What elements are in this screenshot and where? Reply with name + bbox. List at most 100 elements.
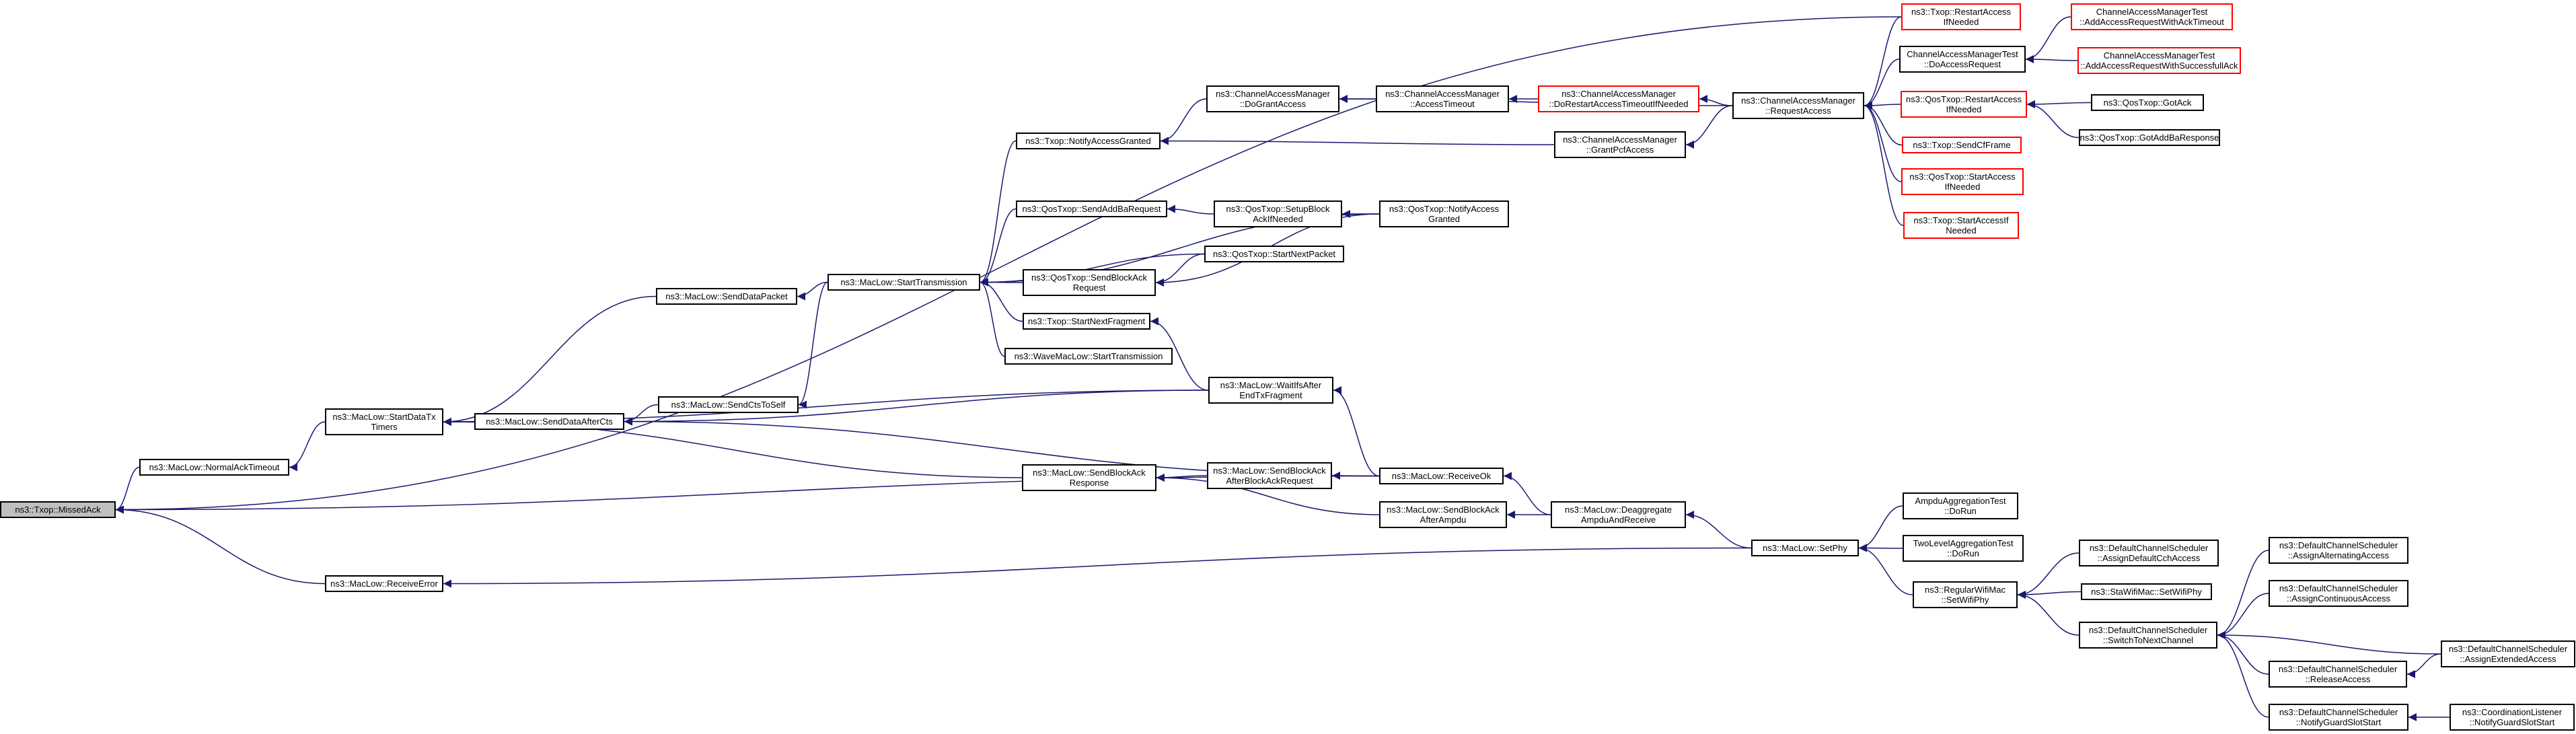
graph-node-label: ns3::MacLow::SendDataAfterCts — [486, 416, 613, 427]
graph-edge-txopstartaccess-to-camrequest — [1864, 102, 1904, 226]
graph-node-label: ns3::QosTxop::GotAck — [2103, 98, 2192, 108]
graph-node-qosnotify[interactable]: ns3::QosTxop::NotifyAccess Granted — [1379, 200, 1509, 227]
graph-edge-camtestackto-to-camtestdoreq — [2025, 16, 2071, 63]
graph-node-txopsendcf[interactable]: ns3::Txop::SendCfFrame — [1902, 137, 2022, 153]
graph-node-dcsassignalt[interactable]: ns3::DefaultChannelScheduler ::AssignAlt… — [2269, 537, 2408, 564]
graph-node-label: ns3::Txop::MissedAck — [15, 505, 101, 515]
graph-node-qosrestart[interactable]: ns3::QosTxop::RestartAccess IfNeeded — [1901, 91, 2027, 118]
graph-node-coordnotify[interactable]: ns3::CoordinationListener ::NotifyGuardS… — [2450, 704, 2575, 731]
graph-node-dcsassigncont[interactable]: ns3::DefaultChannelScheduler ::AssignCon… — [2269, 580, 2408, 607]
graph-edge-normalack-to-missed — [115, 466, 140, 514]
graph-node-receiveok[interactable]: ns3::MacLow::ReceiveOk — [1379, 468, 1504, 484]
graph-node-regularwifimac[interactable]: ns3::RegularWifiMac ::SetWifiPhy — [1913, 581, 2018, 608]
graph-node-label: ns3::ChannelAccessManager ::DoRestartAcc… — [1549, 89, 1689, 109]
graph-edge-sendblockackafterampdu-to-sendblockackresp — [1156, 474, 1380, 515]
graph-node-camdogrant[interactable]: ns3::ChannelAccessManager ::DoGrantAcces… — [1206, 85, 1339, 112]
graph-node-label: ns3::QosTxop::SendAddBaRequest — [1022, 204, 1161, 214]
graph-node-camaccesstimeout[interactable]: ns3::ChannelAccessManager ::AccessTimeou… — [1376, 85, 1509, 112]
graph-node-dcsnotifyguard[interactable]: ns3::DefaultChannelScheduler ::NotifyGua… — [2269, 704, 2408, 731]
graph-edge-regularwifimac-to-setphy — [1858, 544, 1913, 595]
graph-node-sendblockackafterreq[interactable]: ns3::MacLow::SendBlockAck AfterBlockAckR… — [1207, 462, 1332, 489]
graph-node-senddataafter[interactable]: ns3::MacLow::SendDataAfterCts — [474, 413, 624, 430]
graph-node-label: ns3::Txop::StartNextFragment — [1027, 316, 1146, 326]
graph-edge-dcsassigndefault-to-regularwifimac — [2017, 552, 2080, 599]
graph-node-label: ns3::MacLow::ReceiveError — [330, 579, 438, 589]
graph-edge-sendaddba-to-starttransmission — [980, 208, 1017, 287]
graph-node-twoleveltest[interactable]: TwoLevelAggregationTest ::DoRun — [1903, 535, 2024, 562]
graph-node-label: ns3::MacLow::StartDataTx Timers — [332, 412, 436, 432]
graph-node-waitifsafter[interactable]: ns3::MacLow::WaitIfsAfter EndTxFragment — [1208, 377, 1333, 404]
graph-node-starttransmission[interactable]: ns3::MacLow::StartTransmission — [827, 274, 980, 291]
graph-node-camgrantpcf[interactable]: ns3::ChannelAccessManager ::GrantPcfAcce… — [1554, 131, 1686, 158]
graph-node-camtestsucc[interactable]: ChannelAccessManagerTest ::AddAccessRequ… — [2077, 47, 2241, 74]
graph-node-dcsassigndefault[interactable]: ns3::DefaultChannelScheduler ::AssignDef… — [2079, 540, 2219, 566]
graph-node-wavestart[interactable]: ns3::WaveMacLow::StartTransmission — [1004, 348, 1173, 365]
graph-edge-starttransmission-to-senddatapacket — [797, 281, 828, 301]
graph-edge-setupblock-to-sendaddba — [1167, 205, 1214, 215]
graph-edge-waitifsafter-to-startnextfrag — [1150, 317, 1209, 391]
graph-node-txopstartaccess[interactable]: ns3::Txop::StartAccessIf Needed — [1903, 212, 2019, 239]
graph-node-senddatapacket[interactable]: ns3::MacLow::SendDataPacket — [656, 288, 797, 305]
graph-node-label: ns3::Txop::StartAccessIf Needed — [1913, 215, 2009, 235]
graph-node-label: ns3::DefaultChannelScheduler ::AssignDef… — [2089, 543, 2209, 563]
graph-node-receiveerror[interactable]: ns3::MacLow::ReceiveError — [325, 575, 443, 592]
graph-node-setphy[interactable]: ns3::MacLow::SetPhy — [1751, 540, 1859, 556]
graph-node-ampdutest[interactable]: AmpduAggregationTest ::DoRun — [1903, 492, 2018, 519]
graph-edge-camgrantpcf-to-notifyaccessgranted — [1160, 137, 1555, 145]
graph-node-sendblockackresp[interactable]: ns3::MacLow::SendBlockAck Response — [1022, 464, 1156, 491]
graph-node-dcsswitch[interactable]: ns3::DefaultChannelScheduler ::SwitchToN… — [2079, 622, 2217, 649]
graph-node-qosstartnext[interactable]: ns3::QosTxop::StartNextPacket — [1204, 246, 1344, 262]
graph-node-label: ns3::QosTxop::StartAccess IfNeeded — [1909, 172, 2016, 192]
graph-node-qossendblockack[interactable]: ns3::QosTxop::SendBlockAck Request — [1023, 269, 1156, 296]
graph-node-camrequest[interactable]: ns3::ChannelAccessManager ::RequestAcces… — [1732, 92, 1864, 119]
graph-node-normalack[interactable]: ns3::MacLow::NormalAckTimeout — [139, 459, 289, 476]
graph-node-startdatatx[interactable]: ns3::MacLow::StartDataTx Timers — [325, 408, 443, 435]
graph-edge-deaggregate-to-receiveok — [1503, 472, 1551, 515]
graph-node-qosgotack[interactable]: ns3::QosTxop::GotAck — [2091, 94, 2204, 111]
graph-node-label: ns3::MacLow::SendBlockAck AfterBlockAckR… — [1213, 466, 1326, 486]
graph-node-camtestdoreq[interactable]: ChannelAccessManagerTest ::DoAccessReque… — [1899, 46, 2026, 73]
graph-node-dcsrelease[interactable]: ns3::DefaultChannelScheduler ::ReleaseAc… — [2269, 661, 2407, 688]
graph-node-label: ns3::WaveMacLow::StartTransmission — [1014, 351, 1163, 361]
graph-node-label: ns3::QosTxop::NotifyAccess Granted — [1389, 204, 1500, 224]
graph-node-label: ns3::MacLow::SendBlockAck AfterAmpdu — [1387, 505, 1500, 525]
graph-edge-ampdutest-to-setphy — [1858, 505, 1903, 552]
graph-node-startnextfrag[interactable]: ns3::Txop::StartNextFragment — [1023, 313, 1150, 330]
graph-node-label: ns3::DefaultChannelScheduler ::AssignCon… — [2279, 583, 2398, 603]
graph-node-missed[interactable]: ns3::Txop::MissedAck — [0, 501, 116, 518]
graph-node-label: ns3::MacLow::Deaggregate AmpduAndReceive — [1565, 505, 1672, 525]
graph-edge-receiveok-to-waitifsafter — [1333, 386, 1380, 477]
graph-node-label: ns3::MacLow::SendCtsToSelf — [671, 400, 786, 410]
graph-edge-setphy-to-deaggregate — [1685, 511, 1752, 549]
graph-edge-dcsassigncont-to-dcsswitch — [2217, 593, 2269, 639]
graph-node-label: ns3::Txop::SendCfFrame — [1913, 140, 2011, 150]
graph-node-label: ns3::ChannelAccessManager ::DoGrantAcces… — [1216, 89, 1330, 109]
graph-node-dcsassignext[interactable]: ns3::DefaultChannelScheduler ::AssignExt… — [2441, 640, 2575, 667]
graph-edge-setphy-to-receiveerror — [443, 547, 1752, 588]
graph-node-setupblock[interactable]: ns3::QosTxop::SetupBlock AckIfNeeded — [1214, 200, 1342, 227]
graph-node-deaggregate[interactable]: ns3::MacLow::Deaggregate AmpduAndReceive — [1551, 501, 1686, 528]
graph-node-label: ChannelAccessManagerTest ::AddAccessRequ… — [2080, 7, 2224, 27]
graph-node-notifyaccessgranted[interactable]: ns3::Txop::NotifyAccessGranted — [1016, 133, 1161, 149]
graph-node-label: ns3::DefaultChannelScheduler ::AssignExt… — [2448, 644, 2568, 664]
graph-node-label: ns3::DefaultChannelScheduler ::SwitchToN… — [2088, 625, 2208, 645]
graph-node-camtestackto[interactable]: ChannelAccessManagerTest ::AddAccessRequ… — [2071, 3, 2233, 30]
graph-node-camdorestart[interactable]: ns3::ChannelAccessManager ::DoRestartAcc… — [1538, 85, 1699, 112]
graph-node-txoprestart[interactable]: ns3::Txop::RestartAccess IfNeeded — [1901, 3, 2021, 30]
graph-node-qosstartaccess[interactable]: ns3::QosTxop::StartAccess IfNeeded — [1901, 168, 2024, 195]
graph-edge-waitifsafter-to-senddataafter — [624, 390, 1209, 426]
graph-node-stawifimac[interactable]: ns3::StaWifiMac::SetWifiPhy — [2081, 583, 2212, 600]
graph-node-label: ns3::StaWifiMac::SetWifiPhy — [2091, 587, 2202, 597]
graph-edge-twoleveltest-to-setphy — [1858, 544, 1903, 552]
graph-edge-sendctstoself-to-senddataafter — [624, 404, 659, 426]
graph-edge-receiveok-to-missed — [115, 475, 1380, 514]
graph-edge-receiveerror-to-missed — [115, 505, 326, 585]
graph-edge-txopsendcf-to-camrequest — [1864, 102, 1903, 146]
graph-node-qosgotaddba[interactable]: ns3::QosTxop::GotAddBaResponse — [2079, 129, 2220, 146]
graph-node-sendaddba[interactable]: ns3::QosTxop::SendAddBaRequest — [1016, 200, 1167, 217]
graph-node-sendblockackafterampdu[interactable]: ns3::MacLow::SendBlockAck AfterAmpdu — [1379, 501, 1507, 528]
graph-node-sendctstoself[interactable]: ns3::MacLow::SendCtsToSelf — [658, 396, 799, 413]
graph-edge-qosstartnext-to-starttransmission — [980, 253, 1205, 287]
